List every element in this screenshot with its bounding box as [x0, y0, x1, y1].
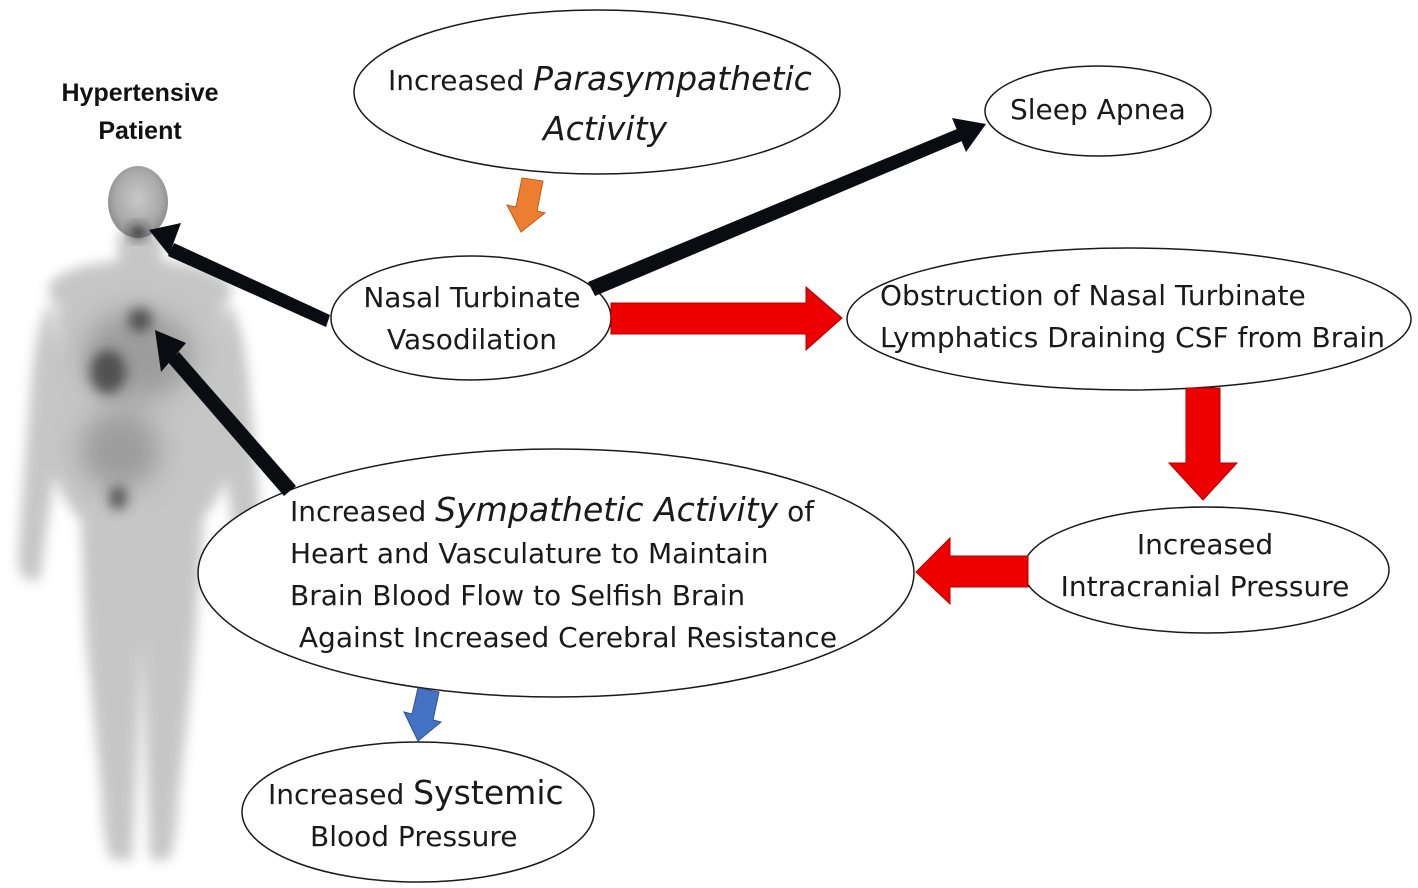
- arrow-sympathetic-to-systemic: [403, 687, 443, 742]
- parasympathetic-emph-2: Activity: [543, 109, 668, 148]
- parasympathetic-prefix: Increased: [388, 64, 534, 97]
- sleep-apnea-text: Sleep Apnea: [1010, 93, 1186, 126]
- patient-title-line2: Patient: [98, 117, 182, 145]
- node-obstruction: [846, 247, 1412, 391]
- arrow-sympathetic-to-chest: [155, 330, 296, 496]
- parasympathetic-text: Increased Parasympathetic Activity: [388, 55, 812, 155]
- node-systemic: [241, 741, 595, 883]
- obstruction-text: Obstruction of Nasal Turbinate Lymphatic…: [880, 279, 1385, 354]
- arrow-vasodilation-to-sleep-apnea: [588, 118, 986, 296]
- arrow-vasodilation-to-head: [149, 223, 330, 327]
- sympathetic-text: Increased Sympathetic Activity of Heart …: [290, 490, 838, 654]
- intracranial-text: Increased Intracranial Pressure: [1060, 528, 1350, 603]
- parasympathetic-emph-1: Parasympathetic: [533, 59, 812, 98]
- node-parasympathetic: [353, 9, 841, 175]
- node-sleep-apnea: [984, 65, 1212, 157]
- patient-title-line1: Hypertensive: [61, 79, 219, 107]
- sympathetic-emph: Sympathetic Activity: [435, 490, 779, 529]
- node-sympathetic: [197, 448, 915, 698]
- patient-title: Hypertensive Patient: [30, 74, 250, 150]
- systemic-text: Increased Systemic Blood Pressure: [268, 773, 564, 853]
- arrow-intracranial-to-sympathetic: [915, 536, 1029, 606]
- systemic-emph: Systemic: [413, 773, 564, 812]
- arrow-obstruction-to-intracranial: [1167, 387, 1239, 501]
- nasal-vasodilation-text: Nasal Turbinate Vasodilation: [363, 281, 581, 356]
- arrow-vasodilation-to-obstruction: [610, 285, 843, 352]
- arrow-parasympathetic-to-vasodilation: [506, 177, 547, 233]
